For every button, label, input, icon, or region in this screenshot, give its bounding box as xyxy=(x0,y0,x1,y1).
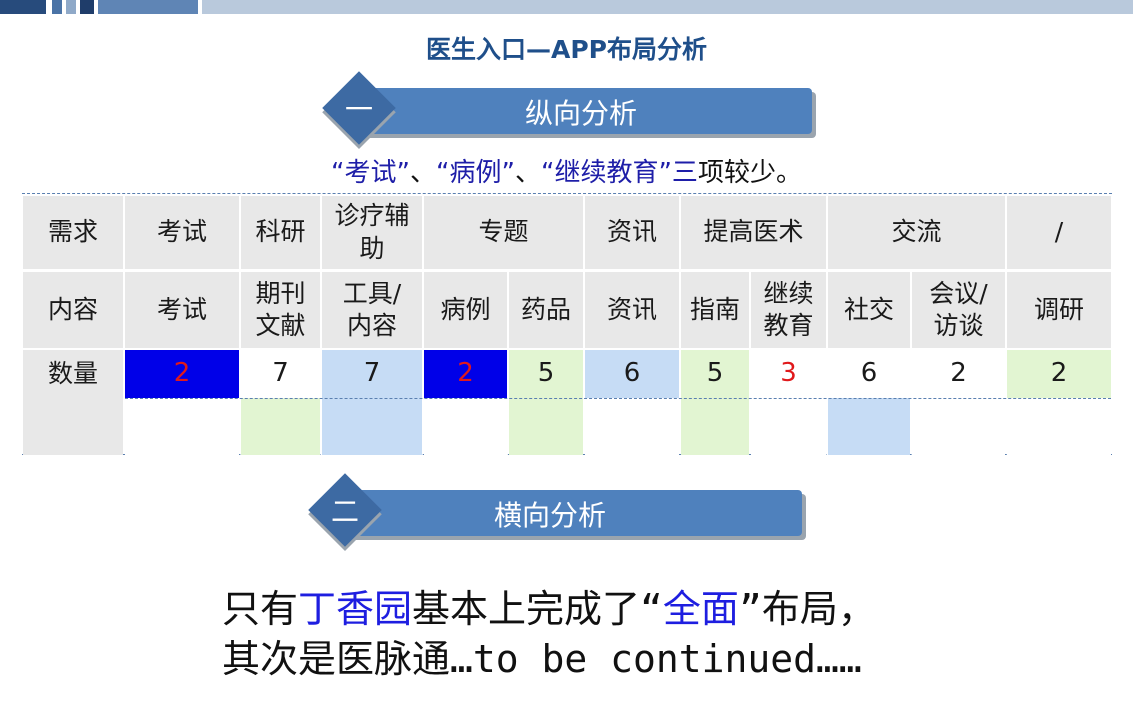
need-cell: / xyxy=(1007,196,1111,269)
count-cell: 6 xyxy=(585,350,679,398)
note-separator: 、 xyxy=(409,158,436,188)
top-decoration-bar xyxy=(0,0,1133,14)
note-term-case: “病例” xyxy=(436,158,515,188)
decor-segment xyxy=(0,0,46,14)
content-cell: 会议/ 访谈 xyxy=(912,272,1005,348)
row-header-content: 内容 xyxy=(23,272,123,348)
decor-segment xyxy=(80,0,94,14)
count-column-bg xyxy=(322,350,422,455)
content-cell: 指南 xyxy=(681,272,749,348)
count-cell: 2 xyxy=(1007,350,1111,398)
decor-segment xyxy=(52,0,62,14)
need-cell: 交流 xyxy=(828,196,1005,269)
count-cell: 3 xyxy=(780,358,797,389)
conclusion-line-2: 其次是医脉通…to be continued…… xyxy=(222,637,862,681)
banner-bar xyxy=(350,88,812,134)
analysis-table: 需求 考试 科研 诊疗辅 助 专题 资讯 提高医术 交流 / 内容 考试 期刊 … xyxy=(22,193,1112,455)
need-cell: 诊疗辅 助 xyxy=(322,196,422,269)
note-rest: 项较少。 xyxy=(697,158,802,188)
banner-number: 二 xyxy=(330,495,359,528)
content-cell: 期刊 文献 xyxy=(241,272,320,348)
conclusion-text: 基本上完成了“ xyxy=(412,587,663,631)
row-header-count: 数量 xyxy=(23,350,123,455)
conclusion-text: ”布局， xyxy=(738,587,876,631)
highlight-dxy: 丁香园 xyxy=(298,587,413,631)
banner-label: 横向分析 xyxy=(493,499,606,532)
count-cell: 2 xyxy=(950,358,967,389)
banner-number: 一 xyxy=(344,93,373,126)
row-header-count-label: 数量 xyxy=(47,359,98,388)
banner-bar xyxy=(340,490,802,536)
content-cell: 药品 xyxy=(509,272,583,348)
content-cell: 考试 xyxy=(125,272,239,348)
content-cell: 工具/ 内容 xyxy=(322,272,422,348)
count-cell: 6 xyxy=(828,350,910,398)
need-cell: 专题 xyxy=(424,196,583,269)
content-cell: 社交 xyxy=(828,272,910,348)
count-cell: 5 xyxy=(706,358,724,389)
need-cell: 资讯 xyxy=(585,196,679,269)
count-column-bg xyxy=(912,350,1005,455)
need-cell: 提高医术 xyxy=(681,196,826,269)
decor-segment xyxy=(202,0,1133,14)
summary-note: “考试”、“病例”、“继续教育”三项较少。 xyxy=(0,152,1133,189)
count-cell: 2 xyxy=(125,350,239,398)
need-cell: 科研 xyxy=(241,196,320,269)
slide-title: 医生入口—APP布局分析 xyxy=(426,35,707,64)
count-column-bg xyxy=(509,350,583,455)
need-cell: 考试 xyxy=(125,196,239,269)
content-cell: 继续 教育 xyxy=(751,272,826,348)
note-term-exam: “考试” xyxy=(331,158,410,188)
banner-label: 纵向分析 xyxy=(524,97,637,130)
count-column-bg xyxy=(681,350,749,455)
count-cell: 2 xyxy=(424,350,507,398)
count-cell: 7 xyxy=(241,350,320,398)
row-header-need: 需求 xyxy=(23,196,123,269)
count-column-bg xyxy=(751,350,826,455)
note-count: 三 xyxy=(671,158,698,188)
note-separator: 、 xyxy=(514,158,541,188)
content-cell: 病例 xyxy=(424,272,507,348)
conclusion-line-1: 只有丁香园基本上完成了“全面”布局， xyxy=(222,578,876,633)
decor-segment xyxy=(66,0,76,14)
highlight-full: 全面 xyxy=(662,587,739,631)
note-term-education: “继续教育” xyxy=(540,158,672,188)
count-row-divider xyxy=(125,398,1111,399)
count-cell: 7 xyxy=(363,358,381,389)
conclusion-text: 只有 xyxy=(222,587,299,631)
content-cell: 资讯 xyxy=(585,272,679,348)
count-cell: 5 xyxy=(537,358,555,389)
content-cell: 调研 xyxy=(1007,272,1111,348)
decor-segment xyxy=(98,0,198,14)
